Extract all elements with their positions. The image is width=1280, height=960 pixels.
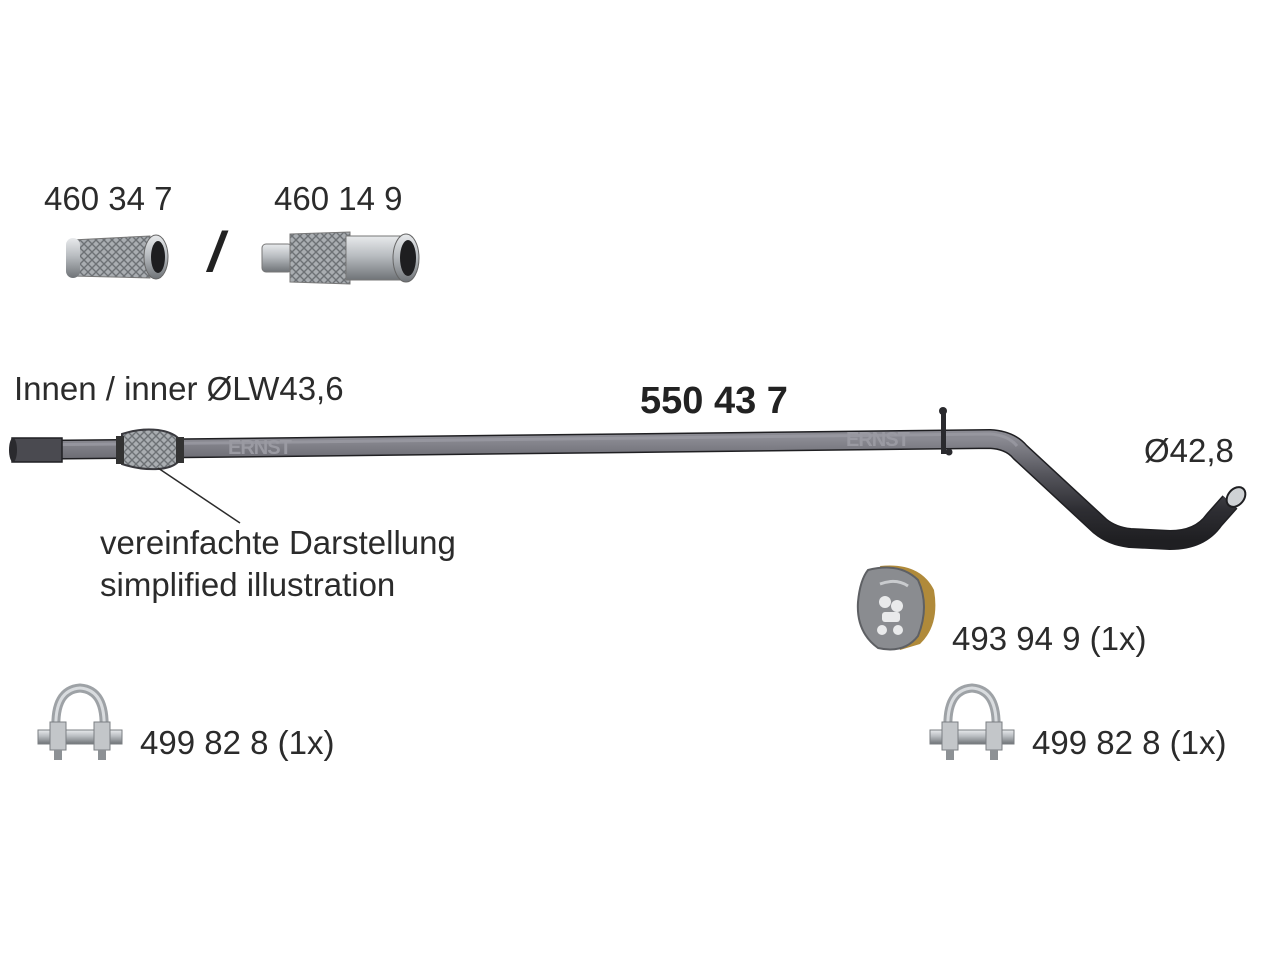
part-number-clamp-left: 499 82 8 (1x) xyxy=(140,724,335,761)
part-number-main-pipe: 550 43 7 xyxy=(640,380,788,422)
pipe-clamp-icon xyxy=(37,683,123,760)
pipe-clamp-icon xyxy=(929,683,1015,760)
exhaust-hanger-icon xyxy=(856,565,936,651)
inner-diameter-label: Innen / inner ØLW43,6 xyxy=(14,370,344,407)
leader-line xyxy=(157,467,241,524)
flex-pipe-icon xyxy=(66,234,169,280)
separator-slash: / xyxy=(208,220,224,283)
part-number-hanger: 493 94 9 (1x) xyxy=(952,620,1147,657)
note-german: vereinfachte Darstellung xyxy=(100,524,456,561)
main-pipe-icon: ERNST ERNST xyxy=(9,407,1247,550)
part-number-clamp-right: 499 82 8 (1x) xyxy=(1032,724,1227,761)
brand-logo-right: ERNST xyxy=(846,429,910,451)
part-number-flex-pipe-b: 460 14 9 xyxy=(274,180,403,217)
part-number-flex-pipe-a: 460 34 7 xyxy=(44,180,173,217)
note-english: simplified illustration xyxy=(100,566,396,603)
flex-pipe-with-sleeve-icon xyxy=(261,231,420,285)
outlet-diameter-label: Ø42,8 xyxy=(1144,432,1234,469)
brand-logo-left: ERNST xyxy=(228,437,292,459)
